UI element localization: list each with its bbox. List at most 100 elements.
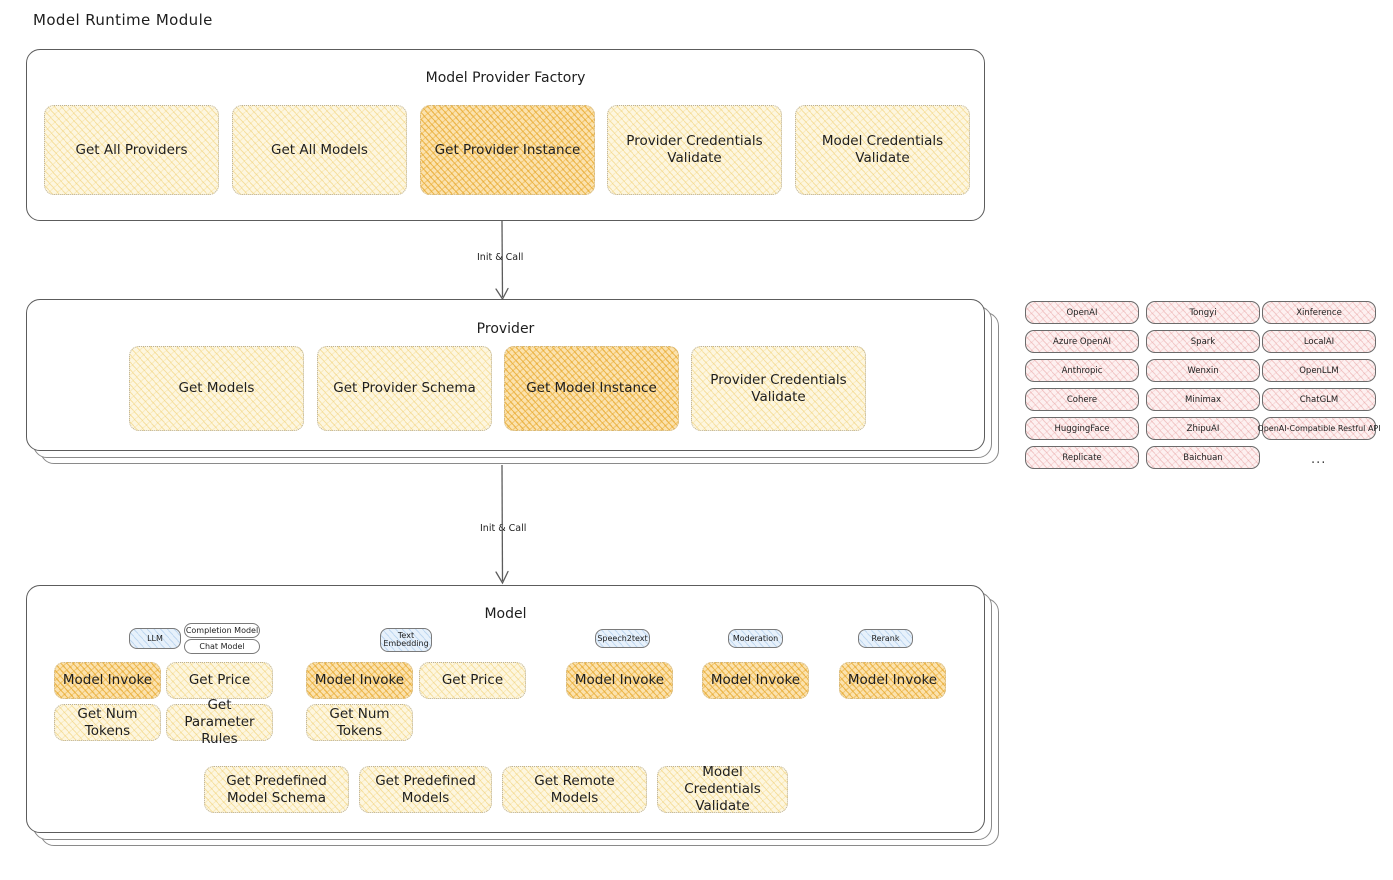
method-label: Model Invoke <box>62 672 153 689</box>
factory-method-get-all-providers[interactable]: Get All Providers <box>44 105 219 195</box>
method-label: Model Invoke <box>314 672 405 689</box>
llm-method-get-price[interactable]: Get Price <box>166 662 273 699</box>
page-title: Model Runtime Module <box>33 11 213 29</box>
method-label: Get Num Tokens <box>329 705 390 739</box>
provider-tag-label: HuggingFace <box>1054 423 1110 434</box>
provider-tag-label: OpenAI-Compatible Restful API <box>1257 424 1381 433</box>
factory-method-get-all-models[interactable]: Get All Models <box>232 105 407 195</box>
arrow-label-init-and-call-1: Init & Call <box>474 252 527 263</box>
factory-method-provider-credentials-validate[interactable]: Provider Credentials Validate <box>607 105 782 195</box>
method-label: Get Num Tokens <box>77 705 138 739</box>
rerank-method-model-invoke[interactable]: Model Invoke <box>839 662 946 699</box>
provider-tag-localai[interactable]: LocalAI <box>1262 330 1376 353</box>
model-subtag-label: Completion Model <box>185 626 259 635</box>
model-type-tag-text-embedding[interactable]: Text Embedding <box>380 628 432 652</box>
model-type-tag-label: Speech2text <box>597 633 648 643</box>
model-subtag-completion-model[interactable]: Completion Model <box>184 623 260 638</box>
method-label: Get Remote Models <box>534 772 615 806</box>
arrow-label-init-and-call-2: Init & Call <box>477 523 530 534</box>
provider-tag-tongyi[interactable]: Tongyi <box>1146 301 1260 324</box>
provider-tag-spark[interactable]: Spark <box>1146 330 1260 353</box>
provider-method-get-model-instance[interactable]: Get Model Instance <box>504 346 679 431</box>
provider-tag-baichuan[interactable]: Baichuan <box>1146 446 1260 469</box>
model-type-tag-moderation[interactable]: Moderation <box>728 629 783 648</box>
model-type-tag-rerank[interactable]: Rerank <box>858 629 913 648</box>
method-label: Get Predefined Model Schema <box>226 772 327 806</box>
model-type-tag-label: Rerank <box>871 633 900 643</box>
llm-method-get-num-tokens[interactable]: Get Num Tokens <box>54 704 161 741</box>
model-type-tag-label: Moderation <box>732 633 779 643</box>
provider-tag-label: Baichuan <box>1183 452 1223 463</box>
provider-tag-huggingface[interactable]: HuggingFace <box>1025 417 1139 440</box>
provider-tag-anthropic[interactable]: Anthropic <box>1025 359 1139 382</box>
provider-method-get-provider-schema[interactable]: Get Provider Schema <box>317 346 492 431</box>
model-subtag-label: Chat Model <box>199 642 245 651</box>
provider-tag-wenxin[interactable]: Wenxin <box>1146 359 1260 382</box>
model-common-method-get-remote-models[interactable]: Get Remote Models <box>502 766 647 813</box>
provider-method-label: Provider Credentials Validate <box>710 371 847 405</box>
provider-tag-label: LocalAI <box>1303 336 1335 347</box>
provider-tag-openllm[interactable]: OpenLLM <box>1262 359 1376 382</box>
provider-tag-label: OpenAI <box>1066 307 1098 318</box>
factory-method-model-credentials-validate[interactable]: Model Credentials Validate <box>795 105 970 195</box>
provider-tag-openai-compatible-restful-api[interactable]: OpenAI-Compatible Restful API <box>1257 417 1381 440</box>
llm-method-get-parameter-rules[interactable]: Get Parameter Rules <box>166 697 273 747</box>
provider-list-ellipsis: ... <box>1311 452 1327 467</box>
model-type-tag-llm[interactable]: LLM <box>129 628 181 649</box>
arrow-factory-to-provider <box>495 221 509 301</box>
provider-tag-label: Cohere <box>1066 394 1098 405</box>
provider-tag-label: Xinference <box>1296 307 1342 318</box>
provider-method-label: Get Model Instance <box>526 380 657 397</box>
model-subtag-chat-model[interactable]: Chat Model <box>184 639 260 654</box>
provider-tag-label: Azure OpenAI <box>1053 336 1111 347</box>
provider-tag-label: ZhipuAI <box>1186 423 1220 434</box>
factory-method-label: Get All Models <box>271 141 368 158</box>
model-provider-factory-label: Model Provider Factory <box>425 70 586 86</box>
text-embedding-method-get-num-tokens[interactable]: Get Num Tokens <box>306 704 413 741</box>
provider-tag-zhipuai[interactable]: ZhipuAI <box>1146 417 1260 440</box>
model-common-method-get-predefined-models[interactable]: Get Predefined Models <box>359 766 492 813</box>
factory-method-label: Get Provider Instance <box>434 141 581 158</box>
provider-method-provider-credentials-validate[interactable]: Provider Credentials Validate <box>691 346 866 431</box>
provider-method-label: Get Models <box>178 380 255 397</box>
factory-method-get-provider-instance[interactable]: Get Provider Instance <box>420 105 595 195</box>
provider-tag-label: Wenxin <box>1187 365 1219 376</box>
model-label: Model <box>484 606 527 622</box>
provider-tag-label: Anthropic <box>1061 365 1103 376</box>
moderation-method-model-invoke[interactable]: Model Invoke <box>702 662 809 699</box>
provider-label: Provider <box>476 321 535 337</box>
llm-method-model-invoke[interactable]: Model Invoke <box>54 662 161 699</box>
method-label: Get Predefined Models <box>375 772 476 806</box>
provider-tag-azure-openai[interactable]: Azure OpenAI <box>1025 330 1139 353</box>
provider-method-get-models[interactable]: Get Models <box>129 346 304 431</box>
method-label: Get Parameter Rules <box>184 697 255 747</box>
method-label: Model Credentials Validate <box>684 764 761 814</box>
text-embedding-method-get-price[interactable]: Get Price <box>419 662 526 699</box>
arrow-provider-to-model <box>495 465 509 585</box>
model-type-tag-label: Text Embedding <box>383 630 429 648</box>
provider-tag-label: OpenLLM <box>1299 365 1339 376</box>
method-label: Get Price <box>441 672 504 689</box>
provider-tag-label: Minimax <box>1185 394 1221 405</box>
provider-tag-minimax[interactable]: Minimax <box>1146 388 1260 411</box>
provider-tag-chatglm[interactable]: ChatGLM <box>1262 388 1376 411</box>
factory-method-label: Model Credentials Validate <box>821 133 944 166</box>
provider-tag-label: Tongyi <box>1189 307 1217 318</box>
provider-tag-label: ChatGLM <box>1299 394 1339 405</box>
factory-method-label: Get All Providers <box>75 141 188 158</box>
method-label: Get Price <box>188 672 251 689</box>
method-label: Model Invoke <box>574 672 665 689</box>
provider-tag-xinference[interactable]: Xinference <box>1262 301 1376 324</box>
provider-tag-replicate[interactable]: Replicate <box>1025 446 1139 469</box>
provider-tag-cohere[interactable]: Cohere <box>1025 388 1139 411</box>
model-common-method-get-predefined-model-schema[interactable]: Get Predefined Model Schema <box>204 766 349 813</box>
provider-tag-label: Spark <box>1190 336 1216 347</box>
speech2text-method-model-invoke[interactable]: Model Invoke <box>566 662 673 699</box>
method-label: Model Invoke <box>847 672 938 689</box>
text-embedding-method-model-invoke[interactable]: Model Invoke <box>306 662 413 699</box>
provider-method-label: Get Provider Schema <box>333 380 476 397</box>
model-type-tag-speech2text[interactable]: Speech2text <box>595 629 650 648</box>
provider-tag-label: Replicate <box>1062 452 1102 463</box>
model-common-method-model-credentials-validate[interactable]: Model Credentials Validate <box>657 764 788 814</box>
provider-tag-openai[interactable]: OpenAI <box>1025 301 1139 324</box>
